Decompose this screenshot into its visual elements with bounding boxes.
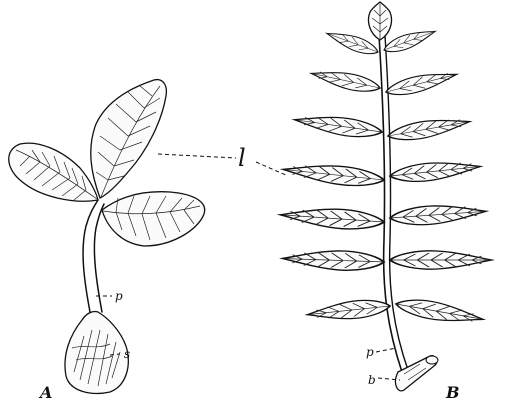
seed-sheath xyxy=(65,311,128,393)
leaflets-right xyxy=(382,25,492,328)
stem-bud xyxy=(396,356,438,391)
leader-p-b xyxy=(376,348,396,352)
label-petiole-a: p xyxy=(115,289,123,303)
panel-a-seedling: p s A xyxy=(9,80,205,402)
leader-l-left xyxy=(158,154,236,158)
label-bud-b: b xyxy=(368,373,376,387)
seedling-stem xyxy=(83,200,104,312)
leaflet-left xyxy=(9,143,98,201)
label-sheath-a: s xyxy=(124,347,130,361)
label-petiole-b: p xyxy=(366,345,374,359)
leaflet-right xyxy=(102,192,205,246)
figure-letter-a: A xyxy=(38,383,52,402)
leaflet-callout: l xyxy=(158,144,288,176)
leaflet-top xyxy=(91,80,167,198)
label-leaflets: l xyxy=(238,144,246,172)
figure-letter-b: B xyxy=(445,383,460,402)
panel-b-pinnate-leaf: p b B xyxy=(280,2,492,402)
leaflets-left xyxy=(280,27,391,323)
